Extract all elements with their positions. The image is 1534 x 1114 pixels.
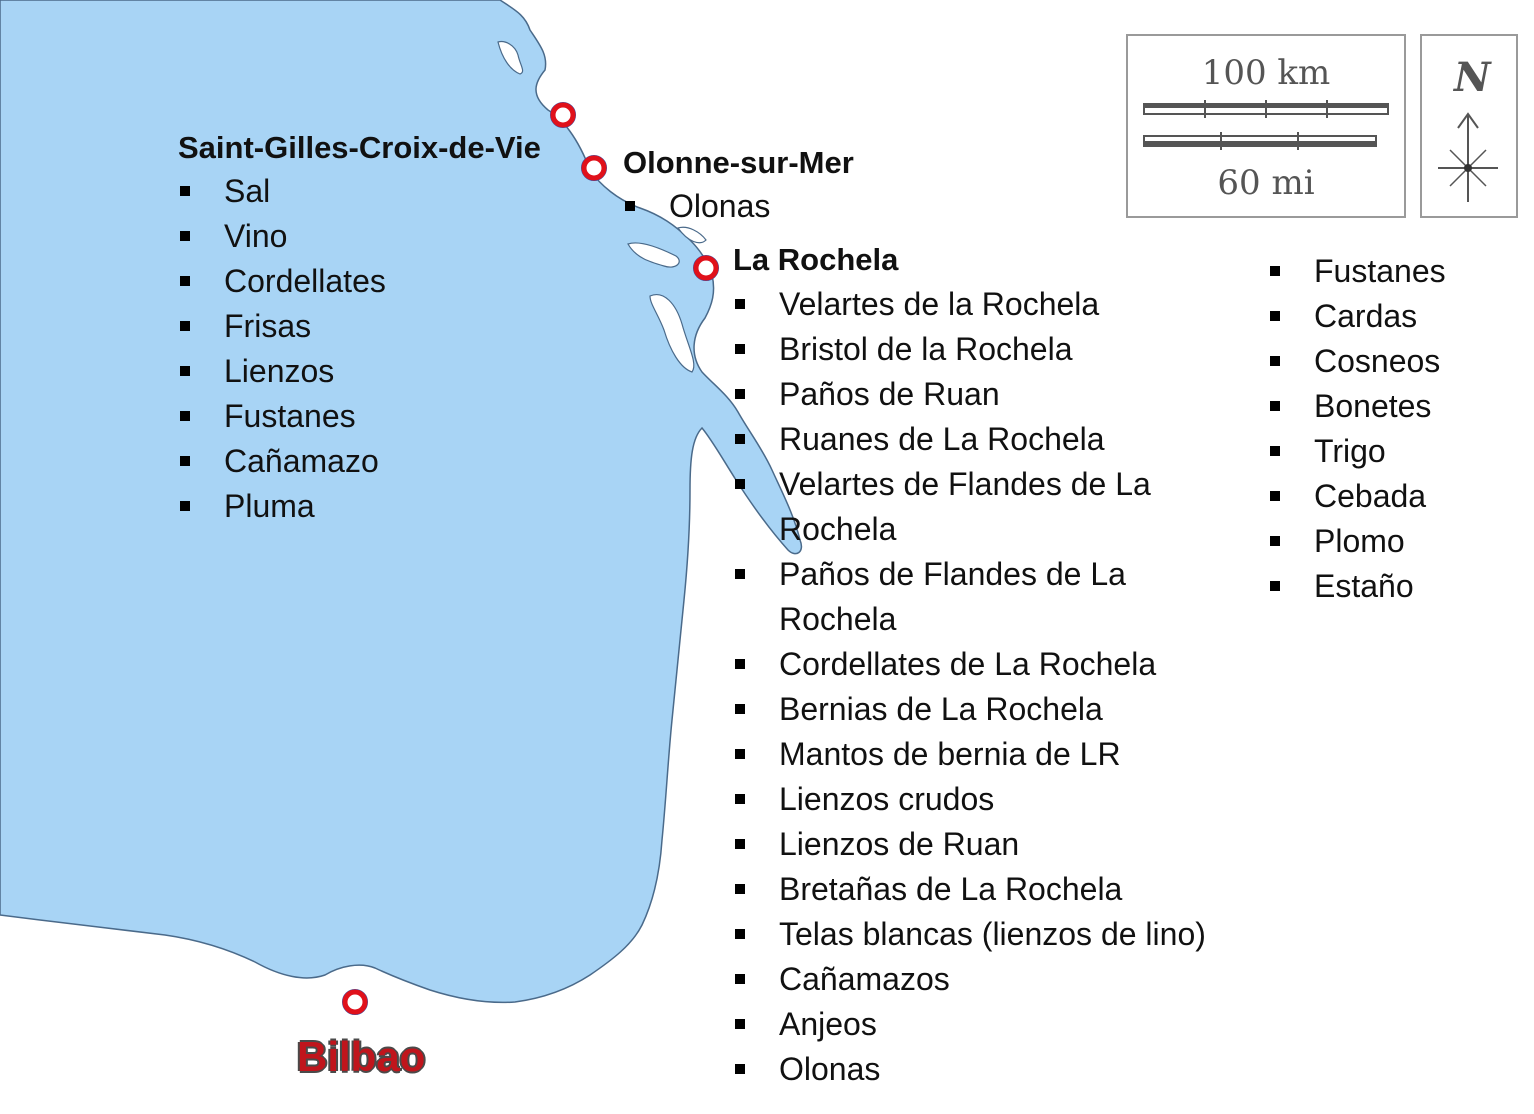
port-marker-olonne xyxy=(581,155,607,181)
goods-item: Bonetes xyxy=(1268,384,1446,429)
port-title-bilbao: Bilbao xyxy=(297,1033,426,1080)
goods-item: Anjeos xyxy=(733,1002,1206,1047)
goods-item: Ruanes de La Rochela xyxy=(733,417,1206,462)
island xyxy=(627,242,680,268)
goods-item: Frisas xyxy=(178,304,386,349)
north-arrow: N xyxy=(1420,34,1518,218)
port-marker-saint-gilles xyxy=(550,102,576,128)
goods-item: Paños de Flandes de La Rochela xyxy=(733,552,1179,642)
scale-mi-label: 60 mi xyxy=(1217,163,1315,203)
goods-item: Mantos de bernia de LR xyxy=(733,732,1206,777)
goods-item: Cordellates de La Rochela xyxy=(733,642,1206,687)
goods-item: Estaño xyxy=(1268,564,1446,609)
port-marker-bilbao xyxy=(342,989,368,1015)
island xyxy=(677,226,707,244)
goods-item: Cordellates xyxy=(178,259,386,304)
scale-bars-graphic xyxy=(1143,100,1389,150)
goods-list-olonne: Olonas xyxy=(623,184,770,229)
island xyxy=(649,294,695,373)
goods-item: Paños de Ruan xyxy=(733,372,1206,417)
port-title-saint-gilles: Saint-Gilles-Croix-de-Vie xyxy=(178,130,541,165)
goods-item: Plomo xyxy=(1268,519,1446,564)
island xyxy=(497,40,524,75)
goods-item: Pluma xyxy=(178,484,386,529)
goods-item: Fustanes xyxy=(178,394,386,439)
goods-item: Velartes de la Rochela xyxy=(733,282,1206,327)
scale-bar: 100 km 60 mi xyxy=(1126,34,1406,218)
goods-item: Fustanes xyxy=(1268,249,1446,294)
goods-item: Cañamazos xyxy=(733,957,1206,1002)
goods-item: Bretañas de La Rochela xyxy=(733,867,1206,912)
goods-item: Velartes de Flandes de La Rochela xyxy=(733,462,1179,552)
north-label: N xyxy=(1454,54,1491,101)
goods-item: Bristol de la Rochela xyxy=(733,327,1206,372)
goods-item: Cebada xyxy=(1268,474,1446,519)
goods-item: Cosneos xyxy=(1268,339,1446,384)
goods-item: Trigo xyxy=(1268,429,1446,474)
goods-item: Telas blancas (lienzos de lino) xyxy=(733,912,1206,957)
port-marker-la-rochela xyxy=(693,255,719,281)
port-title-la-rochela: La Rochela xyxy=(733,242,899,277)
goods-item: Olonas xyxy=(623,184,770,229)
goods-item: Sal xyxy=(178,169,386,214)
goods-item: Bernias de La Rochela xyxy=(733,687,1206,732)
goods-item: Cañamazo xyxy=(178,439,386,484)
bay-of-biscay-sea xyxy=(0,0,803,1004)
goods-item: Vino xyxy=(178,214,386,259)
goods-item: Lienzos xyxy=(178,349,386,394)
port-title-olonne: Olonne-sur-Mer xyxy=(623,145,854,180)
scale-km-label: 100 km xyxy=(1201,53,1331,93)
goods-item: Olonas xyxy=(733,1047,1206,1092)
goods-item: Lienzos crudos xyxy=(733,777,1206,822)
goods-item: Cardas xyxy=(1268,294,1446,339)
compass-arrow-icon xyxy=(1438,112,1498,202)
goods-item: Lienzos de Ruan xyxy=(733,822,1206,867)
